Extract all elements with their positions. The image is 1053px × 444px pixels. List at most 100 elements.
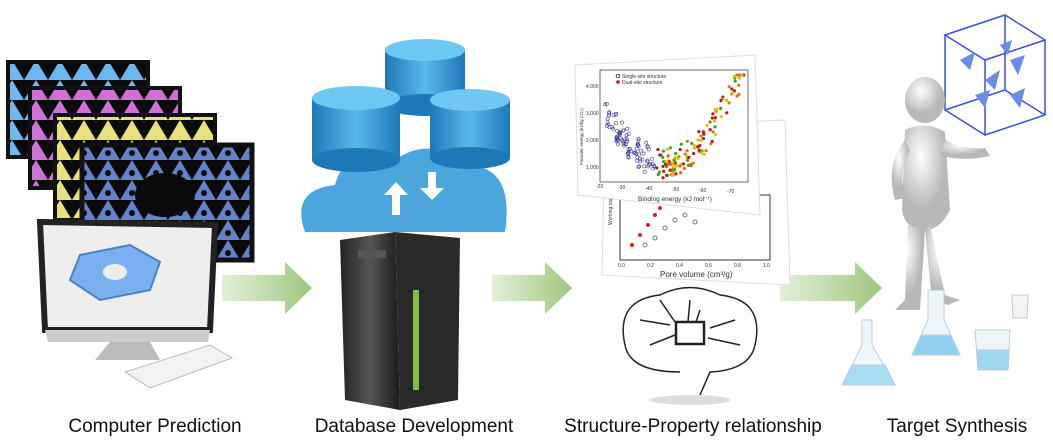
- data-point: [661, 149, 665, 153]
- data-point: [638, 148, 643, 153]
- data-point: [691, 161, 695, 165]
- download-arrow-icon: [420, 172, 444, 200]
- tick: -70: [727, 189, 734, 195]
- x-axis-label: Pore volume (cm³/g): [660, 270, 733, 279]
- crystal-cube-icon: [943, 14, 1047, 137]
- data-point: [713, 116, 718, 120]
- data-point: [699, 151, 703, 155]
- data-point: [719, 106, 723, 110]
- data-point: [662, 169, 666, 173]
- data-point: [633, 150, 638, 155]
- data-point: [708, 128, 712, 132]
- data-point: [696, 138, 700, 142]
- data-point: [687, 155, 691, 160]
- data-point: [642, 169, 647, 174]
- data-point: [617, 130, 622, 135]
- data-point: [714, 133, 718, 137]
- x-axis-label: Binding energy (kJ mol⁻¹): [638, 196, 712, 203]
- data-point: [614, 135, 619, 140]
- data-point: [713, 125, 717, 129]
- tick: -50: [672, 187, 679, 193]
- data-point: [692, 151, 696, 156]
- data-point: [604, 101, 609, 106]
- data-point: [605, 116, 610, 121]
- tick: 1,000: [586, 165, 599, 171]
- arrow-icon: [492, 262, 572, 314]
- data-point: [661, 176, 665, 180]
- data-point: [657, 170, 662, 174]
- data-point: [727, 85, 731, 89]
- data-point: [611, 127, 615, 131]
- data-point: [697, 130, 701, 134]
- data-point: [625, 126, 630, 131]
- data-point: [679, 142, 683, 146]
- data-point: [638, 159, 642, 164]
- data-point: [634, 151, 639, 156]
- data-point: [712, 119, 716, 123]
- data-point: [650, 156, 654, 161]
- data-point: [607, 111, 612, 116]
- data-point: [735, 73, 740, 77]
- data-point: [616, 142, 620, 147]
- y-axis-label: Parasitic energy (kJ/kg CO₂): [579, 108, 584, 165]
- data-point: [607, 113, 611, 118]
- data-point: [705, 123, 709, 128]
- data-point: [618, 130, 622, 135]
- step-label-target-synthesis: Target Synthesis: [886, 416, 1028, 437]
- tick: 0.2: [647, 263, 654, 269]
- tick: -30: [618, 185, 625, 191]
- computer-prediction-illustration: [6, 60, 255, 389]
- legend-single: Single-site structure: [622, 74, 666, 80]
- data-point: [674, 151, 678, 156]
- data-point: [636, 137, 641, 141]
- data-point: [614, 121, 618, 126]
- data-point: [640, 157, 645, 162]
- data-point: [725, 98, 729, 102]
- tick: 1.0: [763, 263, 770, 269]
- data-point: [668, 146, 672, 150]
- data-point: [638, 157, 642, 161]
- data-point: [611, 113, 616, 118]
- data-point: [628, 147, 632, 151]
- data-point: [629, 149, 633, 154]
- arrow-icon: [780, 262, 882, 314]
- data-point: [678, 147, 682, 152]
- data-point: [672, 168, 676, 172]
- data-point: [662, 159, 666, 164]
- data-point: [730, 87, 734, 91]
- data-point: [708, 120, 712, 124]
- data-point: [626, 132, 631, 137]
- tick: 4,000: [586, 84, 599, 90]
- data-point: [688, 162, 693, 167]
- data-point: [685, 158, 690, 163]
- data-point: [702, 152, 706, 156]
- data-point: [699, 134, 703, 138]
- data-point: [671, 165, 675, 169]
- tick: 2,000: [586, 138, 599, 144]
- data-point: [668, 168, 672, 172]
- tick: -40: [645, 186, 652, 192]
- data-point: [704, 149, 708, 153]
- data-point: [666, 154, 670, 158]
- tick: 3,000: [586, 111, 599, 117]
- data-point: [733, 79, 737, 83]
- data-point: [710, 139, 714, 144]
- data-point: [661, 164, 665, 169]
- data-point: [605, 120, 610, 124]
- data-point: [623, 141, 628, 146]
- data-point: [671, 173, 675, 177]
- brain-circuit-icon: [622, 286, 758, 405]
- data-point: [673, 155, 677, 160]
- database-illustration: [301, 39, 510, 410]
- data-point: [685, 139, 689, 144]
- data-point: [710, 116, 714, 120]
- data-point: [682, 162, 686, 166]
- person-figure: [891, 77, 990, 310]
- tick: 0.0: [618, 263, 625, 269]
- data-point: [625, 139, 629, 144]
- data-point: [737, 76, 741, 80]
- target-synthesis-illustration: [841, 14, 1047, 386]
- data-point: [679, 171, 683, 175]
- keyboard: [123, 344, 234, 389]
- tick: 0.4: [676, 263, 683, 269]
